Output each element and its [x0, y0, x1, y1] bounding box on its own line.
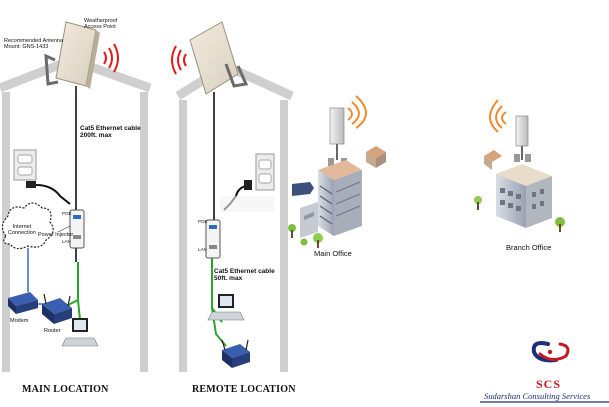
remote-location-caption: REMOTE LOCATION: [192, 384, 296, 395]
remote-poe-label: POE: [198, 219, 208, 224]
remote-access-point: [189, 21, 249, 108]
remote-lan-label: LAN: [198, 247, 207, 252]
watermark-box: [220, 196, 274, 212]
wall-outlet-icon: [13, 149, 71, 205]
modem-label: Modem: [10, 318, 29, 324]
router-icon: [42, 293, 72, 324]
main-office-label: Main Office: [314, 249, 352, 258]
branch-office-building: [474, 115, 565, 232]
main-cable-label: Cat5 Ethernet cable 200ft. max: [80, 125, 141, 140]
modem-icon: [8, 292, 46, 314]
scs-logo-icon: [531, 341, 570, 363]
main-office-signal-icon: [347, 95, 367, 129]
signal-waves-icon: [103, 43, 119, 73]
power-injector-label: Power Injector: [38, 232, 74, 238]
remote-power-injector: [205, 219, 221, 259]
access-point-label: Weatherproof Access Point: [84, 18, 118, 31]
scs-logo-letters: SCS: [536, 377, 562, 391]
main-lan-cable: [65, 262, 81, 321]
remote-cable-label: Cat5 Ethernet cable 50ft. max: [214, 268, 275, 283]
remote-computer-icon: [207, 294, 245, 321]
company-name: Sudarshan Consulting Services: [484, 391, 591, 401]
router-label: Router: [44, 328, 61, 334]
mount-label: Recommended Antenna Mount: GNS-1433: [4, 38, 64, 51]
weatherproof-access-point: [44, 21, 100, 94]
remote-wall-outlet-icon: [223, 153, 275, 211]
remote-signal-waves-icon: [171, 45, 187, 75]
power-injector: [69, 209, 85, 249]
remote-router-icon: [221, 339, 250, 368]
main-office-building: [288, 107, 386, 248]
internet-cloud-icon: [1, 202, 54, 292]
main-poe-label: POE: [62, 211, 72, 216]
main-lan-label: LAN: [62, 239, 71, 244]
internet-label: Internet Connection: [8, 224, 36, 237]
branch-office-signal-icon: [489, 99, 507, 133]
computer-icon: [61, 318, 99, 347]
main-location-caption: MAIN LOCATION: [22, 384, 109, 395]
remote-location-house: [175, 61, 294, 372]
branch-office-label: Branch Office: [506, 243, 552, 252]
